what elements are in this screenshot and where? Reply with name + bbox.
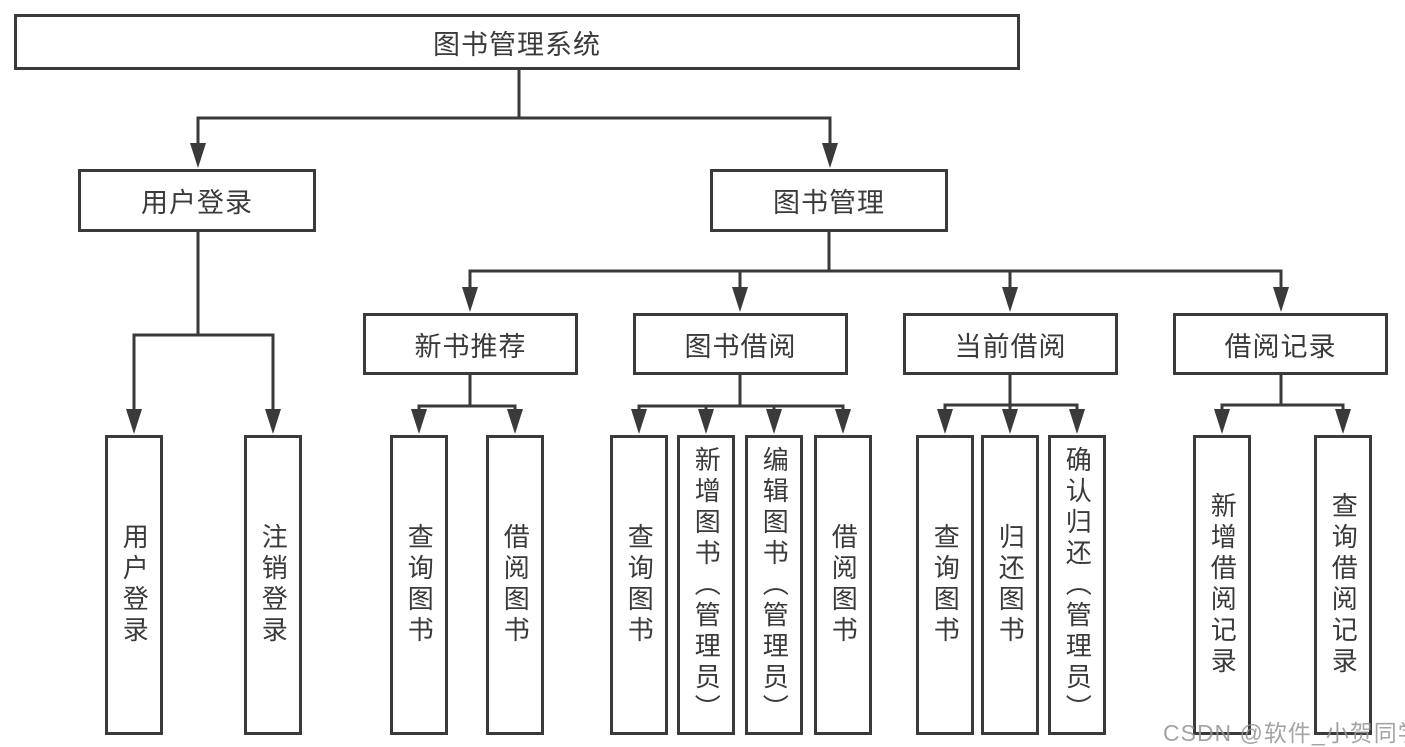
connector-user-login-to-children <box>126 232 281 434</box>
leaf-return-books: 归还图书 <box>981 435 1039 735</box>
leaf-borrow-query-books: 查询图书 <box>610 435 668 735</box>
node-new-book-recommend: 新书推荐 <box>363 313 578 375</box>
leaf-query-borrow-record-label: 查询借阅记录 <box>1328 492 1359 678</box>
leaf-logout: 注销登录 <box>244 435 302 735</box>
leaf-edit-books-admin: 编辑图书（管理员） <box>745 435 803 735</box>
leaf-current-query-books-label: 查询图书 <box>930 523 961 647</box>
node-borrow-records-label: 借阅记录 <box>1224 331 1337 362</box>
leaf-user-login: 用户登录 <box>105 435 163 735</box>
leaf-edit-books-admin-label: 编辑图书（管理员） <box>759 445 790 725</box>
connector-current-borrow-to-children <box>937 375 1085 434</box>
connector-book-management-to-level3 <box>462 232 1289 312</box>
node-current-borrow-label: 当前借阅 <box>954 331 1067 362</box>
leaf-logout-label: 注销登录 <box>258 523 289 647</box>
leaf-query-borrow-record: 查询借阅记录 <box>1314 435 1372 735</box>
leaf-newbooks-borrow-books: 借阅图书 <box>486 435 544 735</box>
leaf-confirm-return-admin: 确认归还（管理员） <box>1048 435 1106 735</box>
leaf-add-books-admin-label: 新增图书（管理员） <box>691 445 722 725</box>
leaf-borrow-borrow-books-label: 借阅图书 <box>828 523 859 647</box>
connector-root-to-level2 <box>190 70 838 168</box>
node-book-management-label: 图书管理 <box>773 188 885 218</box>
node-book-borrow-label: 图书借阅 <box>684 331 797 362</box>
connector-book-borrow-to-children <box>631 375 851 434</box>
leaf-add-borrow-record: 新增借阅记录 <box>1193 435 1251 735</box>
node-root: 图书管理系统 <box>14 14 1020 70</box>
node-user-login-label: 用户登录 <box>141 188 253 218</box>
leaf-user-login-label: 用户登录 <box>119 523 150 647</box>
node-book-management: 图书管理 <box>710 169 948 232</box>
node-user-login: 用户登录 <box>78 169 316 232</box>
node-book-borrow: 图书借阅 <box>633 313 848 375</box>
leaf-borrow-borrow-books: 借阅图书 <box>814 435 872 735</box>
node-borrow-records: 借阅记录 <box>1173 313 1388 375</box>
leaf-confirm-return-admin-label: 确认归还（管理员） <box>1062 445 1093 725</box>
node-current-borrow: 当前借阅 <box>903 313 1118 375</box>
leaf-newbooks-query-books: 查询图书 <box>390 435 448 735</box>
leaf-return-books-label: 归还图书 <box>995 523 1026 647</box>
node-new-book-recommend-label: 新书推荐 <box>414 331 527 362</box>
node-root-label: 图书管理系统 <box>433 29 601 60</box>
connector-new-books-to-children <box>411 375 523 434</box>
leaf-add-books-admin: 新增图书（管理员） <box>677 435 735 735</box>
leaf-add-borrow-record-label: 新增借阅记录 <box>1207 492 1238 678</box>
leaf-borrow-query-books-label: 查询图书 <box>624 523 655 647</box>
leaf-newbooks-query-books-label: 查询图书 <box>404 523 435 647</box>
csdn-watermark: CSDN @软件_小贺同学 <box>1163 720 1405 746</box>
leaf-newbooks-borrow-books-label: 借阅图书 <box>500 523 531 647</box>
leaf-current-query-books: 查询图书 <box>916 435 974 735</box>
connector-borrow-records-to-children <box>1214 375 1351 434</box>
